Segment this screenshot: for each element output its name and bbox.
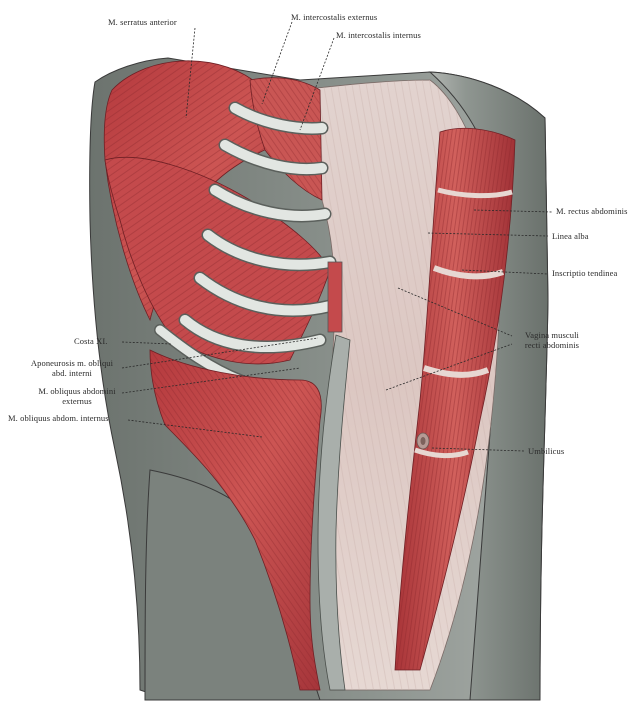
label-costa-xi: Costa XI.: [74, 336, 108, 346]
label-aponeurosis-line1: Aponeurosis m. obliqui: [30, 358, 114, 368]
label-vagina-line1: Vagina musculi: [524, 330, 580, 340]
label-aponeurosis-line2: abd. interni: [52, 368, 92, 378]
label-serratus-anterior: M. serratus anterior: [108, 17, 177, 27]
label-obliquus-internus: M. obliquus abdom. internus: [8, 413, 109, 423]
label-aponeurosis: Aponeurosis m. obliqui abd. interni: [22, 358, 122, 378]
aponeurosis-cut-edge: [317, 261, 351, 691]
label-intercostalis-externus: M. intercostalis externus: [291, 12, 378, 22]
label-vagina-line2: recti abdominis: [524, 340, 580, 350]
label-obliquus-externus: M. obliquus abdomini externus: [30, 386, 124, 406]
label-linea-alba: Linea alba: [552, 231, 589, 241]
label-vagina-musculi: Vagina musculi recti abdominis: [512, 330, 592, 350]
label-obliquus-ext-line2: externus: [62, 396, 92, 406]
label-inscriptio-tendinea: Inscriptio tendinea: [552, 268, 618, 278]
label-umbilicus: Umbilicus: [528, 446, 565, 456]
umbilicus-mark: [416, 432, 430, 450]
ribs: [154, 101, 337, 386]
label-intercostalis-internus: M. intercostalis internus: [336, 30, 421, 40]
label-rectus-abdominis: M. rectus abdominis: [556, 206, 628, 216]
leader-lines: [121, 21, 553, 452]
label-obliquus-ext-line1: M. obliquus abdomini: [38, 386, 116, 396]
rectus-abdominis-muscle: [394, 127, 516, 671]
obliquus-internus-muscle: [149, 349, 322, 691]
